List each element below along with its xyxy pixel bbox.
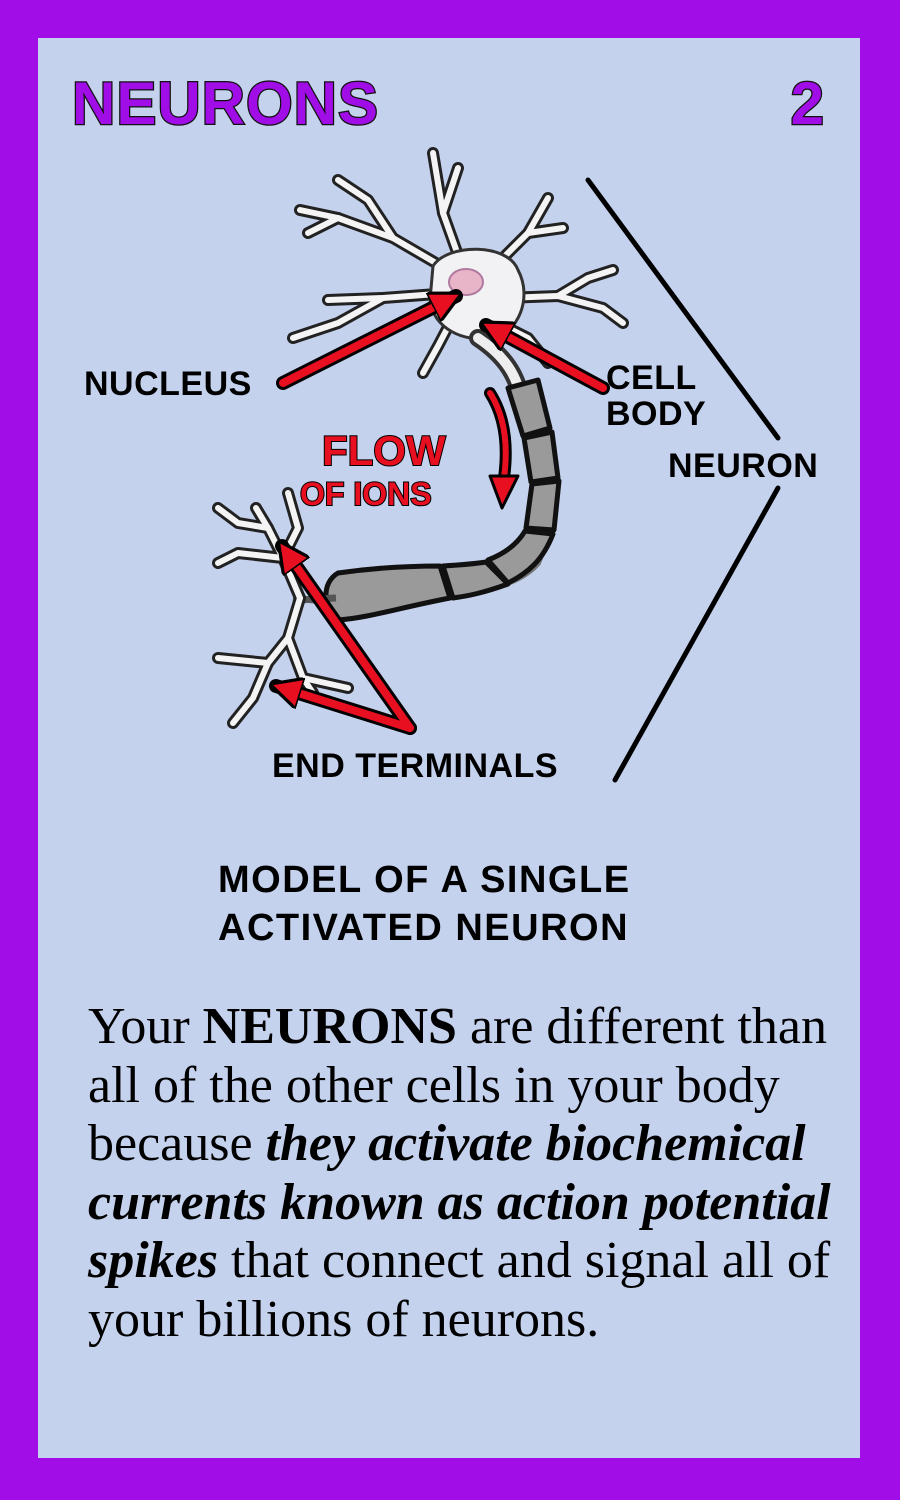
body-text-3: that connect and signal all of your bill… (88, 1232, 831, 1348)
body-text-2: are different than all of the other cell… (88, 998, 828, 1172)
neuron-bracket (585, 177, 781, 783)
flow-arrow (484, 387, 520, 510)
flow-sublabel: OF IONS (299, 476, 433, 512)
cell-body (428, 247, 526, 341)
end-terminals-label: END TERMINALS (272, 747, 559, 785)
neuron-diagram (212, 147, 781, 783)
myelin-sheath (521, 429, 561, 485)
myelin-sheath (323, 563, 453, 623)
nucleus (448, 268, 484, 296)
axon (292, 329, 562, 623)
body-text-emphasis: NEURONS (202, 998, 457, 1055)
caption-line-1: MODEL OF A SINGLE (218, 859, 631, 901)
myelin-sheath (505, 377, 553, 439)
nucleus-label: NUCLEUS (84, 365, 252, 403)
cell-body-label-line1: CELL (606, 359, 697, 397)
body-text-highlight: they activate biochemical currents known… (88, 1115, 831, 1289)
dendrites (287, 147, 629, 379)
flow-label: FLOW (321, 427, 447, 474)
myelin-sheath (440, 559, 511, 601)
myelin-sheath (523, 478, 562, 533)
cell-body-label-line2: BODY (606, 395, 707, 433)
body-text-1: Your (88, 998, 203, 1055)
card-number: 2 (789, 70, 825, 137)
card-title: NEURONS (71, 70, 380, 137)
info-card: NEURONS 2 (38, 38, 860, 1458)
neuron-label: NEURON (668, 447, 819, 485)
caption-line-2: ACTIVATED NEURON (218, 907, 630, 949)
pointer-arrows (276, 289, 610, 735)
diagram-caption: MODEL OF A SINGLE ACTIVATED NEURON (218, 856, 631, 952)
body-paragraph: Your NEURONS are different than all of t… (88, 998, 838, 1349)
